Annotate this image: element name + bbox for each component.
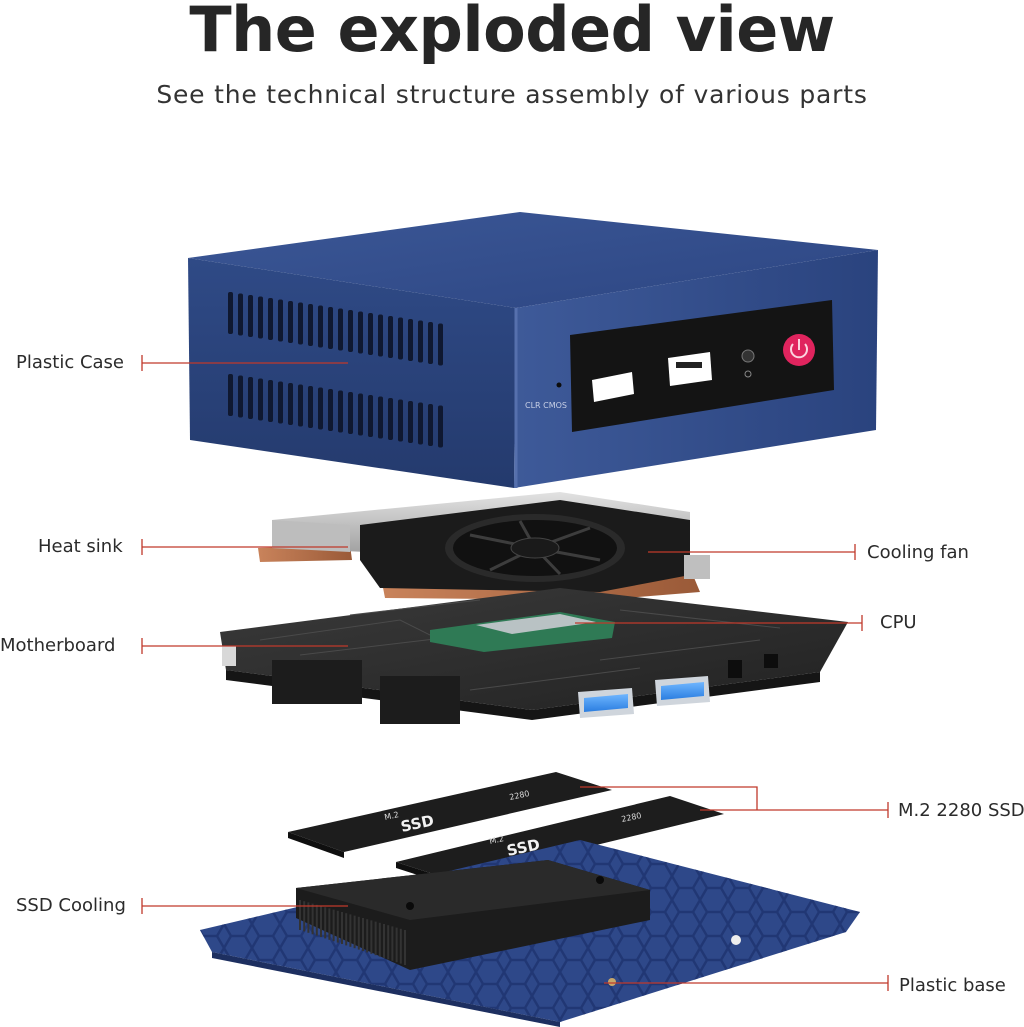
vent-slot (298, 384, 303, 427)
label-heat-sink: Heat sink (38, 536, 123, 557)
case-vents (228, 292, 443, 448)
vent-slot (338, 308, 343, 351)
vent-slot (328, 389, 333, 431)
heat-sink-assembly (258, 492, 710, 600)
vent-slot (288, 383, 293, 425)
ssd-cooling-fins (299, 900, 406, 965)
leader-ssd-1 (580, 786, 758, 810)
page-subtitle: See the technical structure assembly of … (156, 80, 868, 109)
vent-slot (328, 307, 333, 349)
clr-cmos-text: CLR CMOS (525, 401, 567, 410)
vent-slot (278, 381, 283, 424)
label-plastic-base: Plastic base (899, 975, 1006, 996)
label-plastic-case: Plastic Case (16, 352, 124, 373)
vent-slot (348, 392, 353, 434)
leader-lines (141, 355, 889, 991)
page-title: The exploded view (189, 0, 835, 66)
motherboard (220, 588, 848, 724)
plastic-case: CLR CMOS (188, 212, 878, 488)
vent-slot (418, 402, 423, 445)
vent-slot (398, 317, 403, 360)
vent-slot (338, 390, 343, 433)
vent-slot (358, 393, 363, 436)
vent-slot (308, 304, 313, 346)
plastic-base (200, 840, 860, 1027)
label-ssd-cooling: SSD Cooling (16, 895, 126, 916)
vent-slot (378, 314, 383, 357)
vent-slot (398, 399, 403, 442)
vent-slot (228, 292, 233, 334)
vent-slot (438, 323, 443, 366)
audio-jack-icon (741, 349, 755, 363)
label-motherboard: Motherboard (0, 635, 116, 656)
vent-slot (438, 405, 443, 448)
usb-port-front-2 (668, 352, 712, 386)
vent-slot (388, 316, 393, 358)
vent-slot (238, 375, 243, 418)
vent-slot (368, 395, 373, 437)
vent-slot (268, 380, 273, 422)
ssd-1-model: M.2 (384, 810, 400, 822)
vent-slot (318, 387, 323, 430)
vent-slot (408, 319, 413, 361)
vent-slot (248, 377, 253, 419)
ssd-1-size: 2280 (509, 789, 531, 802)
ssd-1: SSD M.2 2280 (288, 772, 612, 858)
ssd-2-size: 2280 (621, 811, 643, 824)
vent-slot (228, 374, 233, 416)
vent-slot (388, 398, 393, 440)
vent-slot (298, 302, 303, 345)
label-cooling-fan: Cooling fan (867, 542, 969, 563)
vent-slot (368, 313, 373, 355)
vent-slot (428, 322, 433, 364)
label-cpu: CPU (880, 612, 917, 633)
vent-slot (308, 386, 313, 428)
vent-slot (318, 305, 323, 348)
ssd-2-model: M.2 (489, 834, 505, 846)
vent-slot (418, 320, 423, 363)
vent-slot (378, 396, 383, 439)
vent-slot (428, 404, 433, 446)
vent-slot (408, 401, 413, 443)
vent-slot (278, 299, 283, 342)
clr-cmos-hole (556, 382, 562, 388)
vent-slot (248, 295, 253, 337)
vent-slot (268, 298, 273, 340)
usb-port-front (592, 372, 634, 402)
vent-slot (348, 310, 353, 352)
vent-slot (288, 301, 293, 343)
vent-slot (258, 296, 263, 339)
vent-slot (258, 378, 263, 421)
vent-slot (238, 293, 243, 336)
usb-ports-rear (578, 676, 710, 718)
vent-slot (358, 311, 363, 354)
label-m2-ssd: M.2 2280 SSD (898, 800, 1024, 821)
